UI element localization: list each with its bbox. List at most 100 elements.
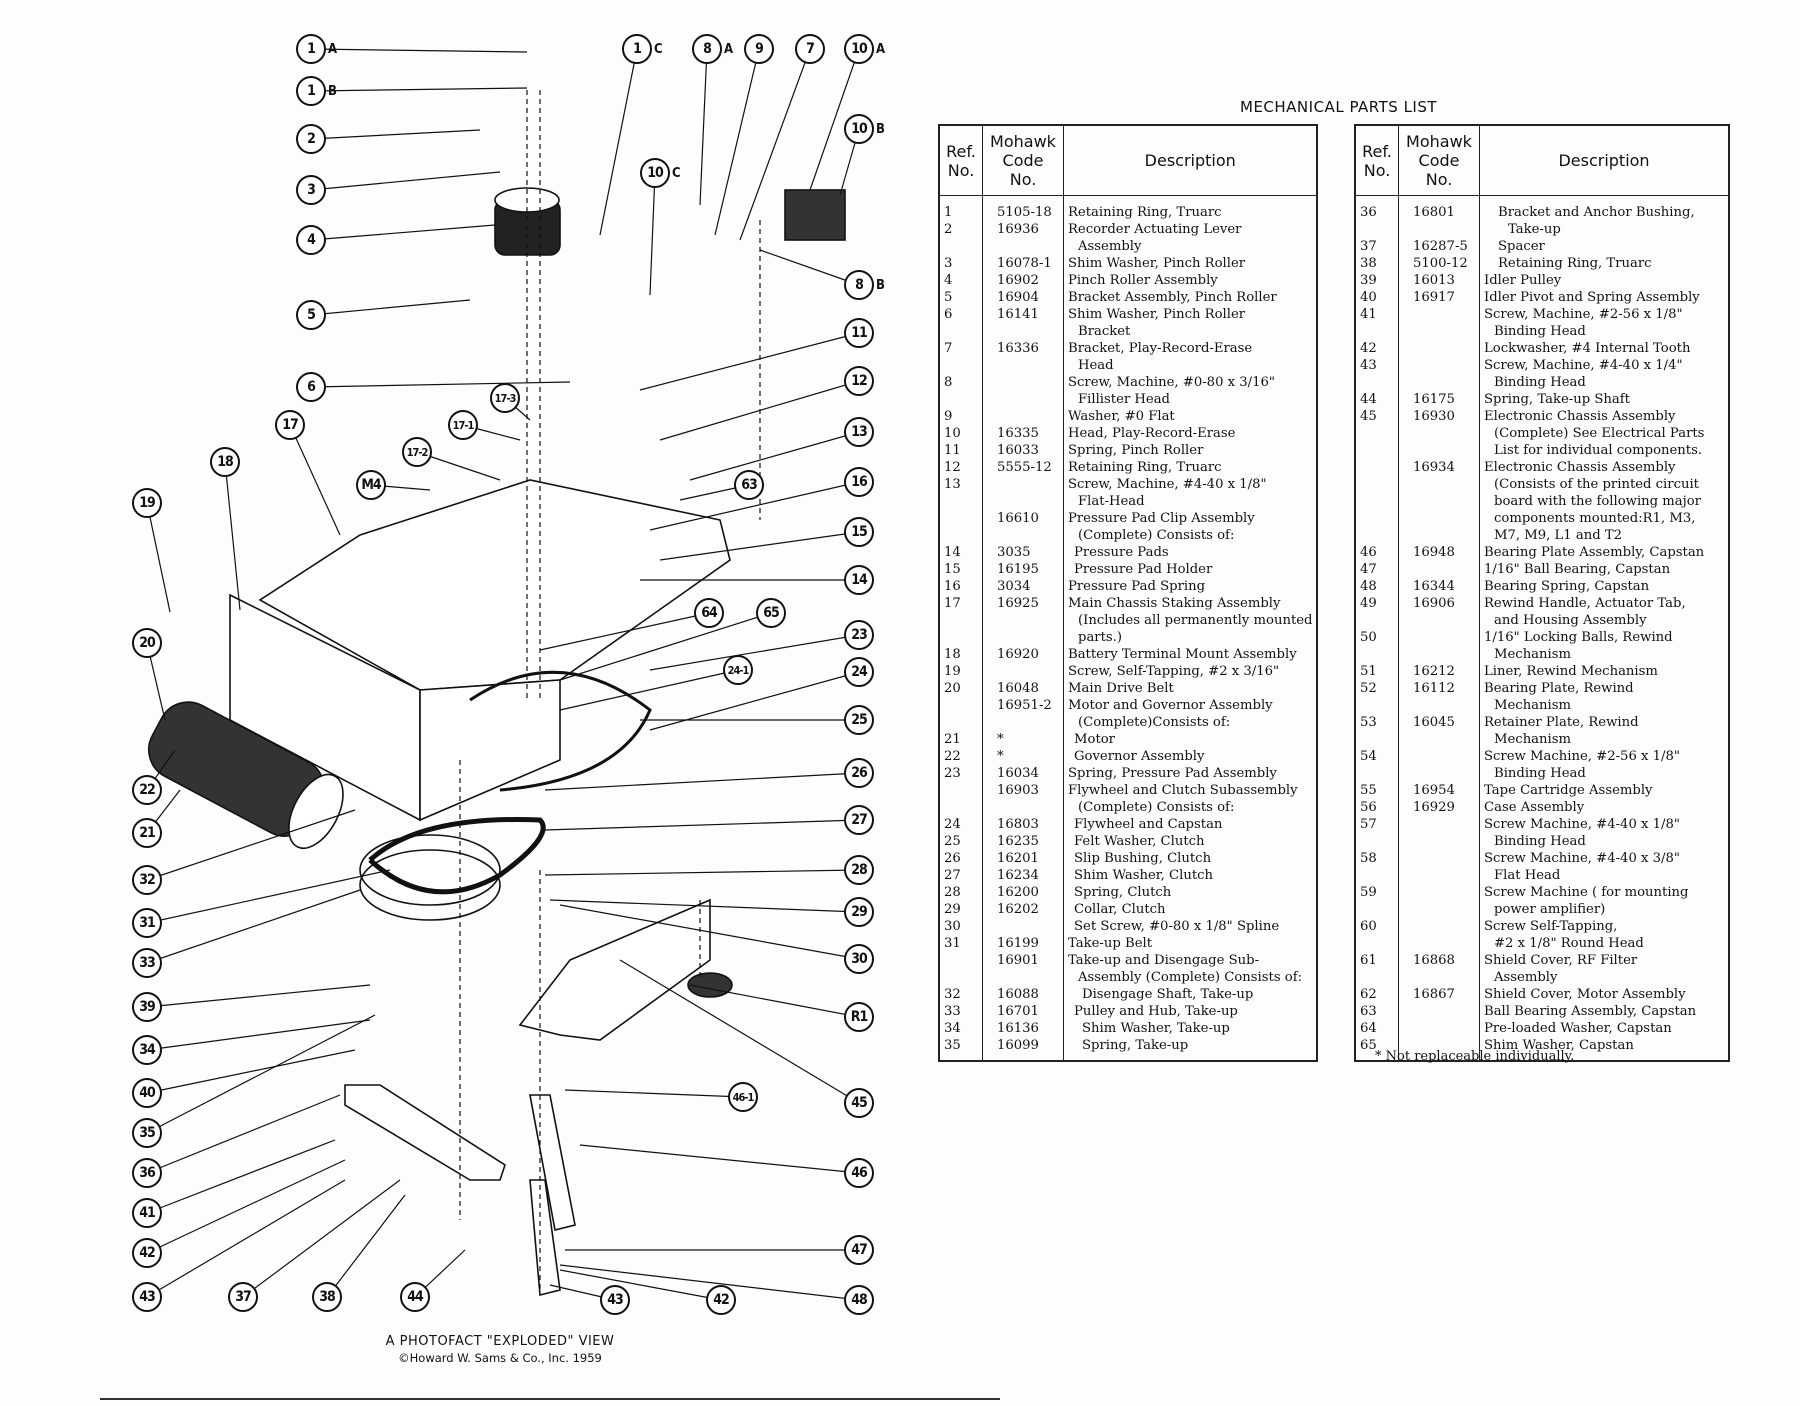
callout-label: 42 [713, 1292, 730, 1308]
ref-number: 59 [1354, 884, 1399, 918]
code-number [1398, 561, 1480, 578]
caption-copyright: ©Howard W. Sams & Co., Inc. 1959 [398, 1351, 602, 1365]
part-description: Electronic Chassis Assembly(Consists of … [1479, 459, 1730, 544]
chassis-front [419, 679, 561, 822]
description-line: Assembly (Complete) Consists of: [1078, 970, 1303, 985]
description-line: Pre-loaded Washer, Capstan [1484, 1021, 1672, 1036]
leader-line [310, 129, 481, 140]
leader-line [649, 172, 656, 296]
description-line: Head, Play-Record-Erase [1068, 426, 1236, 441]
description-line: Flat-Head [1078, 494, 1145, 509]
description-line: Spacer [1498, 239, 1545, 254]
code-number: 16906 [1398, 595, 1480, 629]
ref-number: 5 [938, 289, 983, 306]
description-line: Retainer Plate, Rewind [1484, 715, 1639, 730]
ref-number: 13 [938, 476, 983, 510]
description-line: Mechanism [1494, 698, 1572, 713]
part-description: Bearing Spring, Capstan [1479, 578, 1730, 595]
ref-number: 24 [938, 816, 983, 833]
code-number: 16803 [982, 816, 1064, 833]
callout-label: 36 [139, 1165, 156, 1181]
code-number: 16200 [982, 884, 1064, 901]
callout-34: 34 [132, 1035, 162, 1065]
ref-number: 60 [1354, 918, 1399, 952]
callout-label: M4 [361, 477, 381, 493]
ref-number: 52 [1354, 680, 1399, 714]
code-number: 16235 [982, 833, 1064, 850]
code-number: 16801 [1398, 195, 1480, 238]
description-line: Felt Washer, Clutch [1074, 834, 1205, 849]
description-line: Recorder Actuating Lever [1068, 222, 1242, 237]
ref-number: 55 [1354, 782, 1399, 799]
code-number: 16936 [982, 221, 1064, 255]
description-line: Spring, Pressure Pad Assembly [1068, 766, 1277, 781]
code-number [1398, 1037, 1480, 1061]
diagram-drawing [146, 48, 860, 1301]
callout-22: 22 [132, 775, 162, 805]
callout-20: 20 [132, 628, 162, 658]
code-number: 16925 [982, 595, 1064, 646]
part-description: Tape Cartridge Assembly [1479, 782, 1730, 799]
code-number [1398, 748, 1480, 782]
description-line: Mechanism [1494, 647, 1572, 662]
leader-line [146, 889, 361, 964]
callout-label: 26 [851, 765, 868, 781]
code-number [982, 374, 1064, 408]
description-line: (Consists of the printed circuit [1494, 477, 1699, 492]
leader-line [639, 332, 860, 391]
leader-line [146, 1019, 371, 1051]
part-description: Shim Washer, Take-up [1063, 1020, 1318, 1037]
part-description: Screw Machine, #4-40 x 1/8"Binding Head [1479, 816, 1730, 850]
part-description: Washer, #0 Flat [1063, 408, 1318, 425]
description-line: Screw Machine, #4-40 x 3/8" [1484, 851, 1680, 866]
ref-number: 56 [1354, 799, 1399, 816]
leader-line [146, 502, 171, 613]
ref-number: 53 [1354, 714, 1399, 748]
callout-label: 45 [851, 1095, 868, 1111]
part-description: Set Screw, #0-80 x 1/8" Spline [1063, 918, 1318, 935]
leader-line [146, 1094, 341, 1174]
callout-29: 29 [844, 897, 874, 927]
callout-label: 1 [633, 41, 642, 57]
ref-number: 1 [938, 195, 983, 221]
code-number [1398, 340, 1480, 357]
part-description: Idler Pulley [1479, 272, 1730, 289]
ref-number: 36 [1354, 195, 1399, 238]
code-number [982, 663, 1064, 680]
callout-label: 37 [235, 1289, 252, 1305]
leader-line [689, 431, 860, 481]
callout-5: 5 [296, 300, 326, 330]
code-number: 16934 [1398, 459, 1480, 544]
description-line: Bracket [1078, 324, 1131, 339]
ref-number: 30 [938, 918, 983, 935]
code-number: 16045 [1398, 714, 1480, 748]
description-line: Pinch Roller Assembly [1068, 273, 1218, 288]
description-line: Spring, Pinch Roller [1068, 443, 1204, 458]
callout-label: 17-1 [452, 418, 475, 432]
callout-label: 32 [139, 872, 156, 888]
code-number [1398, 884, 1480, 918]
description-line: Bracket and Anchor Bushing, [1498, 205, 1695, 220]
ref-number: 33 [938, 1003, 983, 1020]
callout-40: 40 [132, 1078, 162, 1108]
leader-line [310, 381, 571, 388]
ref-number: 21 [938, 731, 983, 748]
header-ref: Ref.No. [938, 124, 983, 196]
callout-26: 26 [844, 758, 874, 788]
ref-number: 14 [938, 544, 983, 561]
callout-label: 1 [307, 83, 316, 99]
